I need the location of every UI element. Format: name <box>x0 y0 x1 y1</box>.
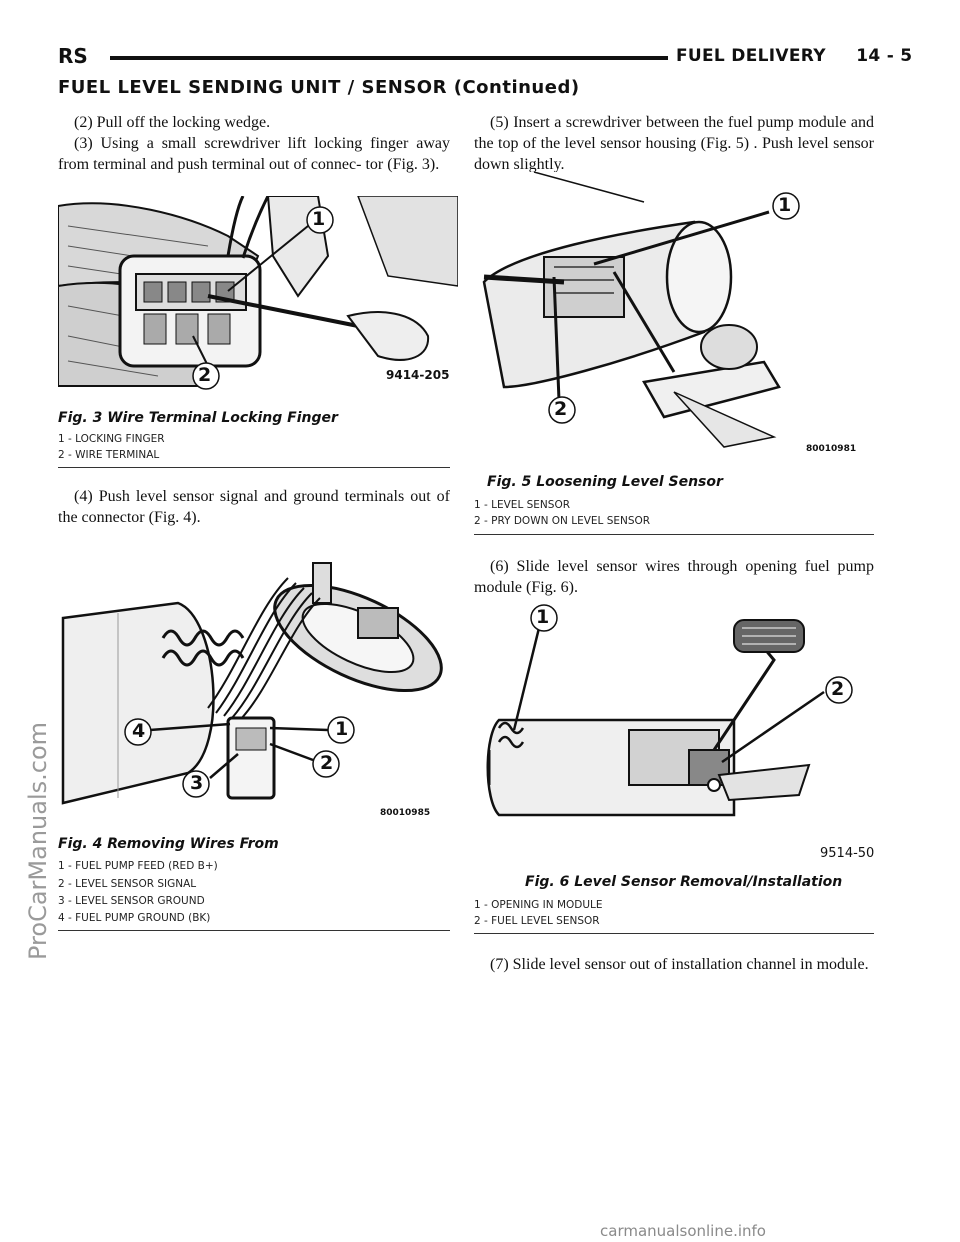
fig4-drawing <box>61 562 443 805</box>
fig6-callout-1: 1 <box>536 606 550 628</box>
fig6-caption: Fig. 6 Level Sensor Removal/Installation <box>525 874 843 890</box>
fig4-illustration: 1 2 3 4 80010985 <box>58 548 458 828</box>
fig4-legend-1: 1 - FUEL PUMP FEED (RED B+) <box>58 860 218 872</box>
fig4-callout-4: 4 <box>132 720 146 742</box>
header-rs: RS <box>58 44 88 68</box>
fig4-callout-3: 3 <box>190 772 204 794</box>
fig3-code: 9414-205 <box>386 368 450 382</box>
fig4-callout-2: 2 <box>320 752 334 774</box>
fig4-legend-3: 3 - LEVEL SENSOR GROUND <box>58 895 205 907</box>
section-title: FUEL LEVEL SENDING UNIT / SENSOR (Contin… <box>58 77 580 98</box>
fig3-legend-1: 1 - LOCKING FINGER <box>58 433 165 445</box>
fig6-callout-2: 2 <box>831 678 845 700</box>
fig3-legend-2: 2 - WIRE TERMINAL <box>58 449 160 461</box>
header-section-name: FUEL DELIVERY <box>676 46 826 66</box>
fig4-rule <box>58 930 450 931</box>
step-7: (7) Slide level sensor out of installati… <box>490 956 869 973</box>
fig4-callout-1: 1 <box>335 718 349 740</box>
fig3-drawing <box>57 195 459 390</box>
fig5-legend-1: 1 - LEVEL SENSOR <box>474 499 571 511</box>
fig3-caption: Fig. 3 Wire Terminal Locking Finger <box>58 410 338 426</box>
fig4-code: 80010985 <box>380 808 431 818</box>
fig5-legend-2: 2 - PRY DOWN ON LEVEL SENSOR <box>474 515 651 527</box>
fig5-illustration: 1 2 80010981 <box>474 171 879 462</box>
fig5-callout-1: 1 <box>778 194 792 216</box>
fig3-callout-2: 2 <box>198 364 212 386</box>
fig5-drawing <box>482 171 800 448</box>
fig6-rule <box>474 933 874 934</box>
fig6-legend-2: 2 - FUEL LEVEL SENSOR <box>474 915 600 927</box>
header-section: FUEL DELIVERY 14 - 5 <box>676 46 912 66</box>
fig6-illustration: 1 2 9514-50 <box>474 600 879 868</box>
fig3-rule <box>58 467 450 468</box>
fig5-rule <box>474 534 874 535</box>
step-3: (3) Using a small screwdriver lift locki… <box>58 135 450 173</box>
fig3-callout-1: 1 <box>312 208 326 230</box>
fig5-caption: Fig. 5 Loosening Level Sensor <box>487 474 723 490</box>
fig5-callout-2: 2 <box>554 398 568 420</box>
fig6-drawing <box>486 604 853 817</box>
step-5: (5) Insert a screwdriver between the fue… <box>474 114 874 173</box>
step-6: (6) Slide level sensor wires through ope… <box>474 558 874 596</box>
fig4-legend-4: 4 - FUEL PUMP GROUND (BK) <box>58 912 211 924</box>
watermark-bottom: carmanualsonline.info <box>600 1222 766 1240</box>
fig6-code: 9514-50 <box>820 846 875 861</box>
fig6-legend-1: 1 - OPENING IN MODULE <box>474 899 603 911</box>
header-rule <box>110 56 668 60</box>
fig4-legend-2: 2 - LEVEL SENSOR SIGNAL <box>58 878 197 890</box>
step-4: (4) Push level sensor signal and ground … <box>58 488 450 526</box>
fig3-illustration: 1 2 9414-205 <box>57 195 459 396</box>
step-2: (2) Pull off the locking wedge. <box>74 114 271 131</box>
fig5-code: 80010981 <box>806 444 857 454</box>
header-page-number: 14 - 5 <box>856 46 913 66</box>
fig4-caption: Fig. 4 Removing Wires From <box>58 836 279 852</box>
watermark-side: ProCarManuals.com <box>24 721 52 960</box>
